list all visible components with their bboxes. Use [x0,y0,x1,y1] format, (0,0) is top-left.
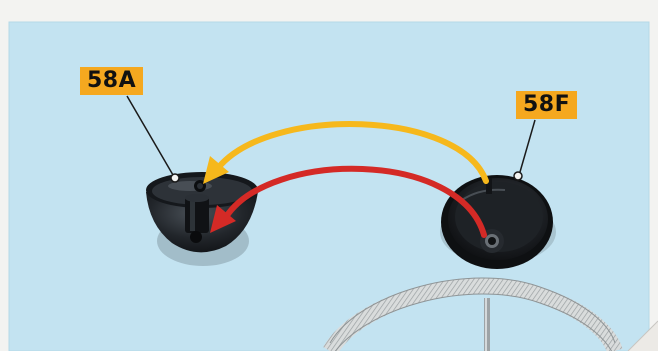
part-58a-cup [146,172,258,266]
part-label-58a: 58A [80,67,143,95]
part-label-58f: 58F [516,91,577,119]
